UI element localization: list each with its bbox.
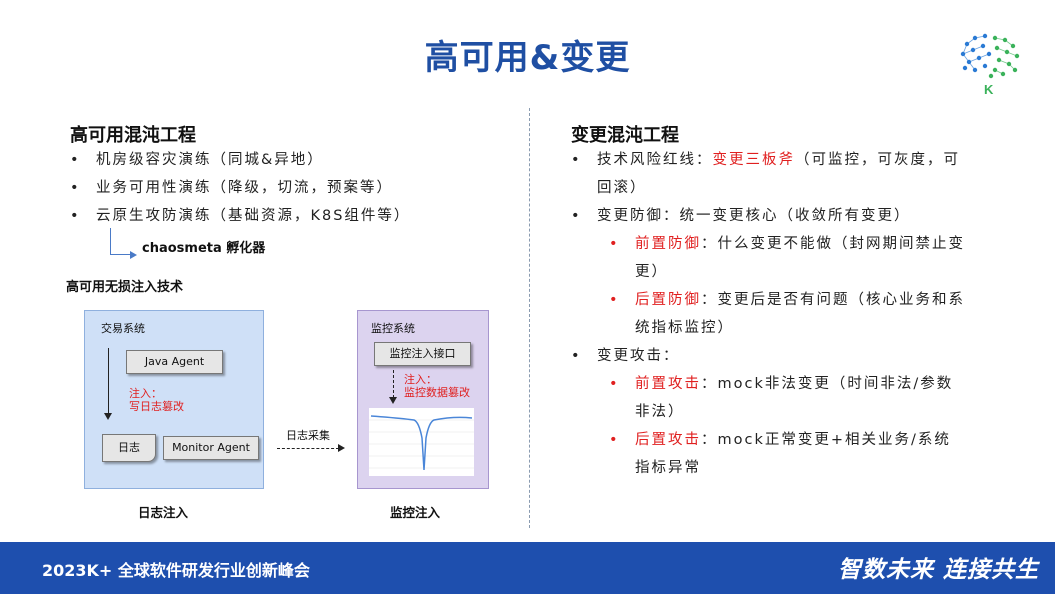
monitor-inject-caption: 监控注入 [390, 505, 441, 520]
right-subbullet-3-2-highlight: 后置攻击 [635, 432, 701, 448]
footer-bar [0, 542, 1055, 594]
footer-event-name: 2023K+ 全球软件研发行业创新峰会 [42, 561, 310, 580]
left-bullet-1: 机房级容灾演练（同城&异地） [70, 146, 510, 174]
monitor-inject-arrow [389, 370, 397, 404]
right-subbullet-2-1-text: ：什么变更不能做（封网期间禁止变 [701, 236, 965, 252]
right-bullet-3: 变更攻击： [571, 342, 1016, 370]
monitor-inject-note: 注入： 监控数据篡改 [404, 373, 470, 399]
elbow-arrow [110, 228, 137, 259]
right-bullet-1-rest-2: 回滚） [597, 180, 647, 196]
inject-arrow [104, 348, 112, 420]
monitor-graph-line [370, 415, 473, 471]
trading-system-label: 交易系统 [101, 322, 145, 335]
slide-title: 高可用&变更 [424, 38, 631, 78]
java-agent-box: Java Agent [126, 350, 223, 374]
monitor-agent-box: Monitor Agent [163, 436, 259, 460]
monitor-graph-svg [369, 415, 474, 471]
right-bullet-1-rest: （可监控，可灰度，可 [795, 152, 960, 168]
monitor-inject-line-1: 注入： [404, 373, 437, 386]
right-subbullet-3-2: 后置攻击：mock正常变更+相关业务/系统 指标异常 [571, 426, 1016, 482]
log-inject-line-1: 注入： [129, 387, 162, 400]
right-bullet-1-highlight: 变更三板斧 [712, 152, 795, 168]
log-collect-label: 日志采集 [286, 429, 330, 442]
log-document-box: 日志 [102, 434, 156, 462]
diagram-heading: 高可用无损注入技术 [66, 280, 184, 295]
right-subbullet-3-1-text-2: 非法） [635, 404, 685, 420]
right-subbullet-2-2-highlight: 后置防御 [635, 292, 701, 308]
right-subbullet-3-2-text-2: 指标异常 [635, 460, 701, 476]
right-subbullet-3-1-highlight: 前置攻击 [635, 376, 701, 392]
chaosmeta-label: chaosmeta 孵化器 [142, 241, 266, 256]
column-divider [529, 108, 530, 528]
right-subbullet-2-1: 前置防御：什么变更不能做（封网期间禁止变 更） [571, 230, 1016, 286]
monitor-system-label: 监控系统 [371, 322, 415, 335]
right-subbullet-2-2: 后置防御：变更后是否有问题（核心业务和系 统指标监控） [571, 286, 1016, 342]
right-subbullet-2-2-text: ：变更后是否有问题（核心业务和系 [701, 292, 965, 308]
log-collect-arrow [277, 444, 345, 452]
left-bullet-3: 云原生攻防演练（基础资源，K8S组件等） [70, 202, 510, 230]
right-subbullet-3-2-text: ：mock正常变更+相关业务/系统 [701, 432, 951, 448]
right-bullet-1: 技术风险红线：变更三板斧（可监控，可灰度，可 回滚） [571, 146, 1016, 202]
right-subbullet-2-1-text-2: 更） [635, 264, 668, 280]
right-bullet-1-prefix: 技术风险红线： [597, 152, 713, 168]
left-bullet-list: 机房级容灾演练（同城&异地） 业务可用性演练（降级，切流，预案等） 云原生攻防演… [70, 146, 510, 230]
log-inject-note: 注入： 写日志篡改 [129, 387, 184, 413]
right-bullet-2: 变更防御：统一变更核心（收敛所有变更） [571, 202, 1016, 230]
brain-dots-logo-icon: K [960, 33, 1020, 97]
right-heading: 变更混沌工程 [571, 125, 679, 146]
right-subbullet-2-2-text-2: 统指标监控） [635, 320, 734, 336]
right-subbullet-2-1-highlight: 前置防御 [635, 236, 701, 252]
right-subbullet-3-1-text: ：mock非法变更（时间非法/参数 [701, 376, 954, 392]
monitor-graph [369, 408, 474, 476]
right-bullet-list: 技术风险红线：变更三板斧（可监控，可灰度，可 回滚） 变更防御：统一变更核心（收… [571, 146, 1016, 482]
left-heading: 高可用混沌工程 [70, 125, 196, 146]
log-inject-caption: 日志注入 [138, 505, 189, 520]
right-subbullet-3-1: 前置攻击：mock非法变更（时间非法/参数 非法） [571, 370, 1016, 426]
monitor-inject-api-box: 监控注入接口 [374, 342, 471, 366]
monitor-inject-line-2: 监控数据篡改 [404, 386, 470, 399]
footer-slogan: 智数未来 连接共生 [838, 556, 1040, 583]
left-bullet-2: 业务可用性演练（降级，切流，预案等） [70, 174, 510, 202]
log-inject-line-2: 写日志篡改 [129, 400, 184, 413]
logo-letter: K [984, 82, 994, 97]
